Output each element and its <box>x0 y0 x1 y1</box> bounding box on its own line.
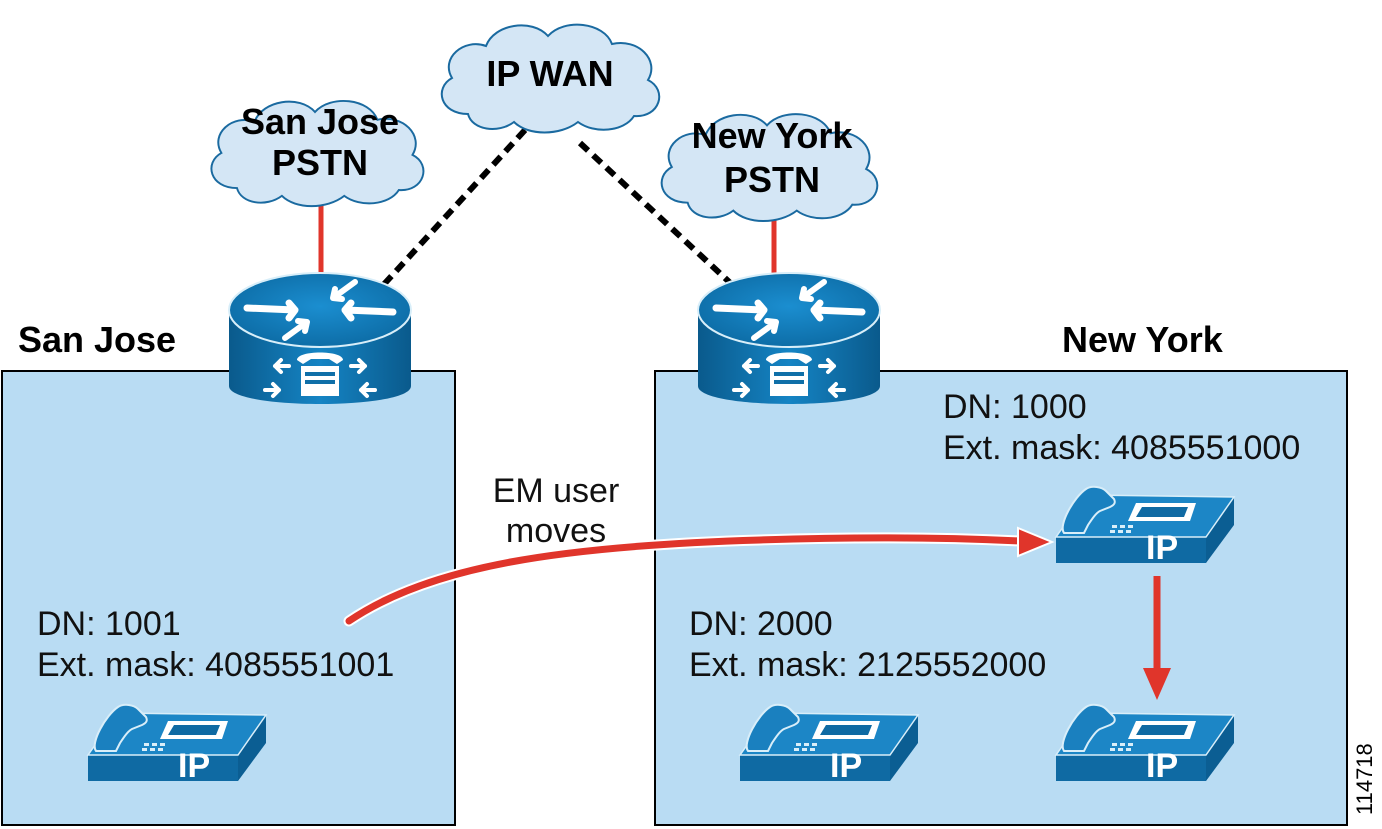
san-jose-site-label: San Jose <box>18 319 176 360</box>
forward-arrowhead <box>1143 668 1171 700</box>
figure-id: 114718 <box>1352 743 1377 815</box>
new-york-top-phone-dn: DN: 1000 <box>943 388 1087 426</box>
new-york-left-phone-mask: Ext. mask: 2125552000 <box>689 646 1046 684</box>
em-user-move-arrow-line <box>345 534 1024 625</box>
san-jose-router-icon <box>229 273 411 404</box>
new-york-left-phone-dn: DN: 2000 <box>689 605 833 643</box>
san-jose-ip-phone-icon <box>87 703 267 786</box>
new-york-top-phone-mask: Ext. mask: 4085551000 <box>943 429 1300 467</box>
san-jose-pstn-cloud: San Jose PSTN <box>210 99 425 208</box>
em-user-move-arrowhead <box>1017 526 1055 558</box>
em-move-label-line2: moves <box>506 512 606 550</box>
new-york-top-ip-phone-icon <box>1055 485 1235 568</box>
em-move-label-line1: EM user <box>493 472 620 510</box>
san-jose-wan-link <box>373 127 528 296</box>
new-york-pstn-cloud: New York PSTN <box>660 113 879 223</box>
new-york-router-icon <box>698 273 880 404</box>
san-jose-pstn-label-line1: San Jose <box>241 101 399 142</box>
new-york-pstn-label-line1: New York <box>692 115 854 156</box>
san-jose-pstn-label-line2: PSTN <box>272 142 368 183</box>
ip-wan-cloud: IP WAN <box>440 23 661 134</box>
san-jose-phone-mask: Ext. mask: 4085551001 <box>37 646 394 684</box>
ip-wan-label: IP WAN <box>486 53 613 94</box>
new-york-right-ip-phone-icon <box>1055 703 1235 786</box>
new-york-pstn-label-line2: PSTN <box>724 159 820 200</box>
new-york-wan-link <box>577 140 743 295</box>
new-york-left-ip-phone-icon <box>739 703 919 786</box>
san-jose-phone-dn: DN: 1001 <box>37 605 181 643</box>
new-york-site-label: New York <box>1062 319 1224 360</box>
